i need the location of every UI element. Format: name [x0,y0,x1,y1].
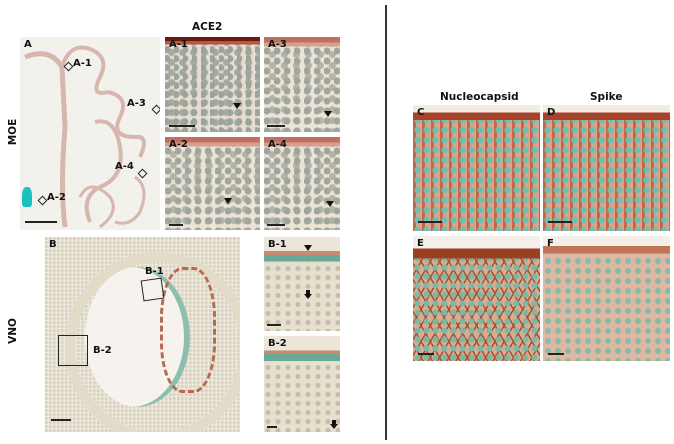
turbinate-outline-drawing [24,45,146,229]
arrow-down-icon [330,420,338,429]
panel-a3-ace2: A-3 [264,37,340,132]
panel-label: E [417,238,424,249]
arrowhead-icon [304,245,312,251]
callout-a3: A-3 [127,98,146,109]
scale-bar [51,419,71,421]
panel-label: D [547,107,556,118]
callout-b2: B-2 [93,345,112,356]
arrowhead-icon [326,201,334,207]
panel-label: F [547,238,554,249]
scale-bar [169,125,195,127]
panel-b-vno-overview: B B-1 B-2 [45,237,240,432]
ace2-column-header: ACE2 [192,21,223,33]
callout-a2: A-2 [47,192,66,203]
vno-ring [65,252,240,432]
spike-column-header: Spike [590,91,623,103]
panel-e-nucleocapsid-vno: E [413,236,540,361]
panel-a4-ace2: A-4 [264,137,340,230]
scale-bar [25,221,57,223]
panel-label: A [24,39,32,50]
panel-label: B-1 [268,239,287,250]
callout-box-b2 [58,335,88,366]
panel-a2-ace2: A-2 [165,137,260,230]
panel-label: B-2 [268,338,287,349]
nucleocapsid-column-header: Nucleocapsid [440,91,519,103]
vno-row-label: VNO [7,318,19,344]
panel-a1-ace2: A-1 [165,37,260,132]
stained-vessels [160,267,216,393]
panel-b1-vno: B-1 [264,237,340,331]
panel-b2-vno: B-2 [264,336,340,432]
scale-bar [267,224,285,226]
panel-label: A-2 [169,139,188,150]
panel-label: A-4 [268,139,287,150]
scale-bar [418,353,434,355]
callout-b1: B-1 [145,266,164,277]
arrowhead-icon [324,111,332,117]
callout-a4: A-4 [115,161,134,172]
scale-bar [418,221,442,223]
callout-box-b1 [140,277,165,302]
arrowhead-icon [233,103,241,109]
arrow-down-icon [304,290,312,299]
scale-bar [548,353,564,355]
panel-label: B [49,239,57,250]
scale-bar [548,221,572,223]
panel-c-nucleocapsid-moe: C [413,105,540,231]
callout-a1: A-1 [73,58,92,69]
green-stained-region [22,187,32,207]
scale-bar [169,224,183,226]
panel-d-spike-moe: D [543,105,670,231]
scale-bar [267,324,281,326]
panel-label: A-1 [169,39,188,50]
arrowhead-icon [224,198,232,204]
panel-f-spike-vno: F [543,236,670,361]
panel-label: A-3 [268,39,287,50]
panel-label: C [417,107,425,118]
panel-a-moe-overview: A A-1 A-3 A-4 A-2 [20,37,160,230]
column-divider [385,5,387,440]
scale-bar [267,426,277,428]
moe-row-label: MOE [7,118,19,146]
scale-bar [267,125,285,127]
